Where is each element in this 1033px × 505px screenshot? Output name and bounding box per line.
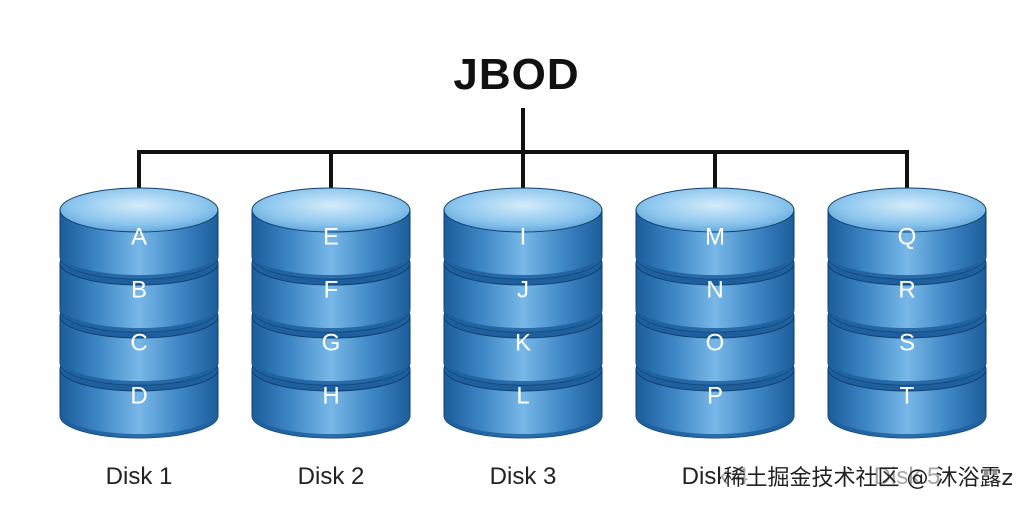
block-label: R [898, 277, 915, 304]
disk-top [59, 187, 219, 233]
segment-rim [252, 412, 410, 438]
block-label: B [131, 277, 147, 304]
block-label: N [706, 277, 723, 304]
disk-segment: Q [827, 187, 987, 280]
block-label: E [323, 224, 339, 251]
block-label: G [322, 330, 341, 357]
watermark-text: 稀土掘金技术社区 @ 沐浴露z [721, 460, 1015, 492]
segment-rim [444, 306, 602, 332]
block-label: L [516, 383, 529, 410]
segment-rim [60, 359, 218, 385]
segment-rim [828, 253, 986, 279]
diagram-title: JBOD [453, 50, 580, 99]
block-label: I [520, 224, 527, 251]
block-label: F [324, 277, 339, 304]
disk-top [827, 187, 987, 233]
disk-top [443, 187, 603, 233]
block-label: K [515, 330, 531, 357]
segment-rim [60, 306, 218, 332]
block-label: J [517, 277, 529, 304]
block-label: O [706, 330, 725, 357]
block-label: P [707, 383, 723, 410]
segment-rim [828, 359, 986, 385]
disk-segment: E [251, 187, 411, 280]
segment-rim [60, 253, 218, 279]
block-label: T [900, 383, 915, 410]
segment-rim [828, 412, 986, 438]
disk-label: Disk 1 [106, 463, 173, 490]
segment-rim [636, 253, 794, 279]
block-label: M [705, 224, 725, 251]
block-label: S [899, 330, 915, 357]
block-label: D [130, 383, 147, 410]
segment-rim [636, 359, 794, 385]
disk-top [251, 187, 411, 233]
disk-label: Disk 3 [490, 463, 557, 490]
disk-label: Disk 2 [298, 463, 365, 490]
segment-rim [828, 306, 986, 332]
segment-rim [444, 359, 602, 385]
disk-segment: A [59, 187, 219, 280]
segment-rim [636, 306, 794, 332]
segment-rim [636, 412, 794, 438]
block-label: Q [898, 224, 917, 251]
block-label: H [322, 383, 339, 410]
block-label: C [130, 330, 147, 357]
disk-segment: M [635, 187, 795, 280]
segment-rim [444, 253, 602, 279]
segment-rim [444, 412, 602, 438]
segment-rim [252, 359, 410, 385]
block-label: A [131, 224, 147, 251]
disk-top [635, 187, 795, 233]
segment-rim [252, 306, 410, 332]
disk-segment: I [443, 187, 603, 280]
segment-rim [60, 412, 218, 438]
segment-rim [252, 253, 410, 279]
